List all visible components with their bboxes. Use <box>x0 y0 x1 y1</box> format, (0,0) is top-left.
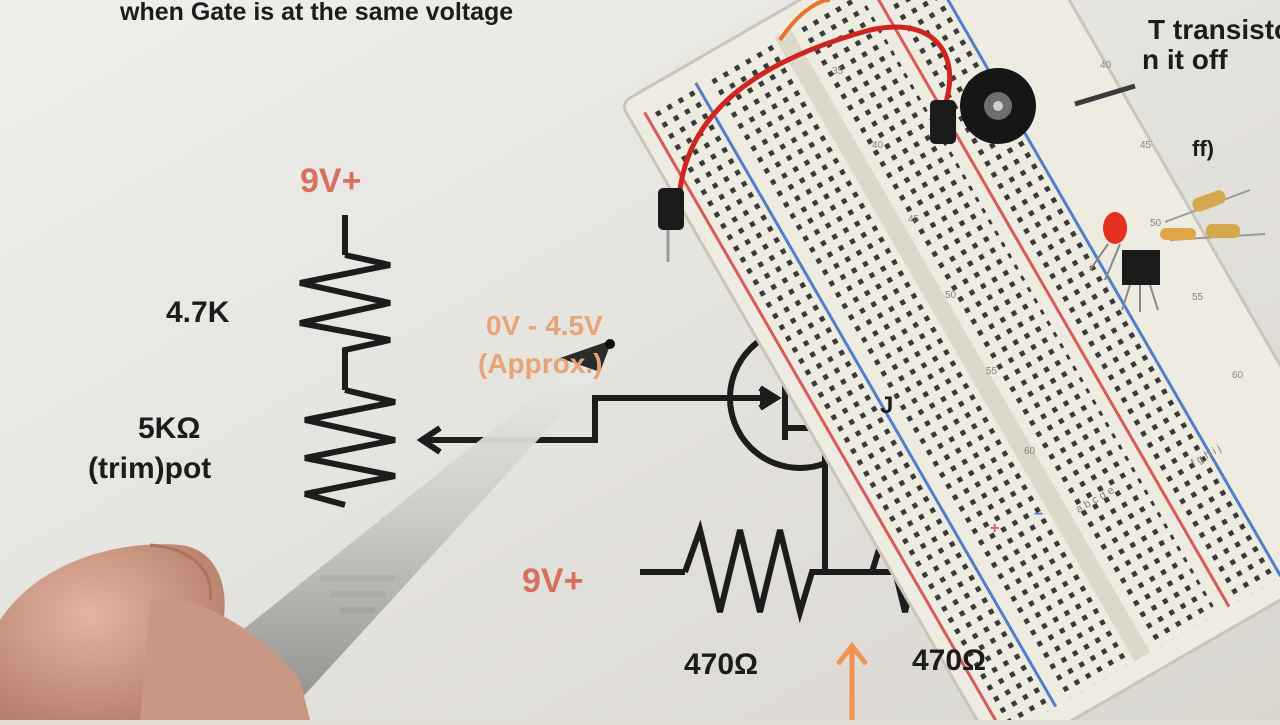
red-led <box>1089 212 1127 281</box>
rail-red-left <box>643 111 1006 725</box>
trimpot-value-label: 5KΩ <box>138 412 201 445</box>
gate-arrowhead[interactable] <box>758 385 782 411</box>
jfet-component <box>1121 250 1160 312</box>
board-resistor-3 <box>1160 228 1196 240</box>
right-row-number-45: 45 <box>1140 140 1152 151</box>
resistor-4-7k <box>299 252 391 390</box>
trimpot-zigzag <box>304 387 396 508</box>
jumper-plug-left <box>658 188 684 230</box>
right-row-number-50: 50 <box>1150 218 1162 229</box>
breadboard-jumper <box>1074 83 1136 107</box>
resistor-470-left-label: 470Ω <box>684 648 759 681</box>
rail-minus-marking: − <box>1034 506 1044 523</box>
resistor-470-right-label: 470Ω <box>912 644 987 677</box>
supply-label-top: 9V+ <box>300 162 362 200</box>
red-jumper-wire <box>677 24 953 191</box>
supply-label-bottom: 9V+ <box>522 562 584 600</box>
row-number-55: 55 <box>986 366 998 377</box>
row-number-35: 35 <box>832 66 844 77</box>
fingers <box>0 543 310 720</box>
jumper-plug-right <box>930 100 956 144</box>
rail-red-right <box>867 0 1231 608</box>
rail-blue-right <box>919 0 1280 578</box>
pot-wiper-arrowhead <box>416 425 442 455</box>
trimpot-component <box>960 68 1036 144</box>
gate-range-note: (Approx.) <box>478 348 603 379</box>
center-channel <box>774 28 1151 662</box>
resistor-470-left <box>682 519 1000 624</box>
row-number-60: 60 <box>1024 446 1036 457</box>
gate-wire <box>500 395 770 443</box>
paper-heading-right-1: T transisto <box>1148 14 1280 45</box>
rail-plus-marking: + <box>990 520 1000 537</box>
row-number-40: 40 <box>872 140 884 151</box>
resistor-4-7k-label: 4.7K <box>166 296 230 329</box>
trimpot-type-label: (trim)pot <box>88 452 212 485</box>
right-row-number-60: 60 <box>1232 370 1244 381</box>
jfet-label: J <box>880 392 894 419</box>
paper-heading-text: when Gate is at the same voltage <box>120 0 514 26</box>
rail-blue-left <box>694 82 1058 708</box>
gate-range-label: 0V - 4.5V <box>486 310 603 341</box>
right-row-number-55: 55 <box>1192 292 1204 303</box>
orange-wire <box>778 0 831 42</box>
paper-heading-right-2: n it off <box>1142 44 1228 75</box>
row-number-50: 50 <box>945 290 957 301</box>
current-arrow <box>836 641 868 720</box>
ballpoint-pen <box>230 339 615 700</box>
right-row-number-40: 40 <box>1100 60 1112 71</box>
board-resistor-1 <box>1164 189 1251 223</box>
row-number-45: 45 <box>908 214 920 225</box>
paper-side-text: ff) <box>1192 136 1214 161</box>
